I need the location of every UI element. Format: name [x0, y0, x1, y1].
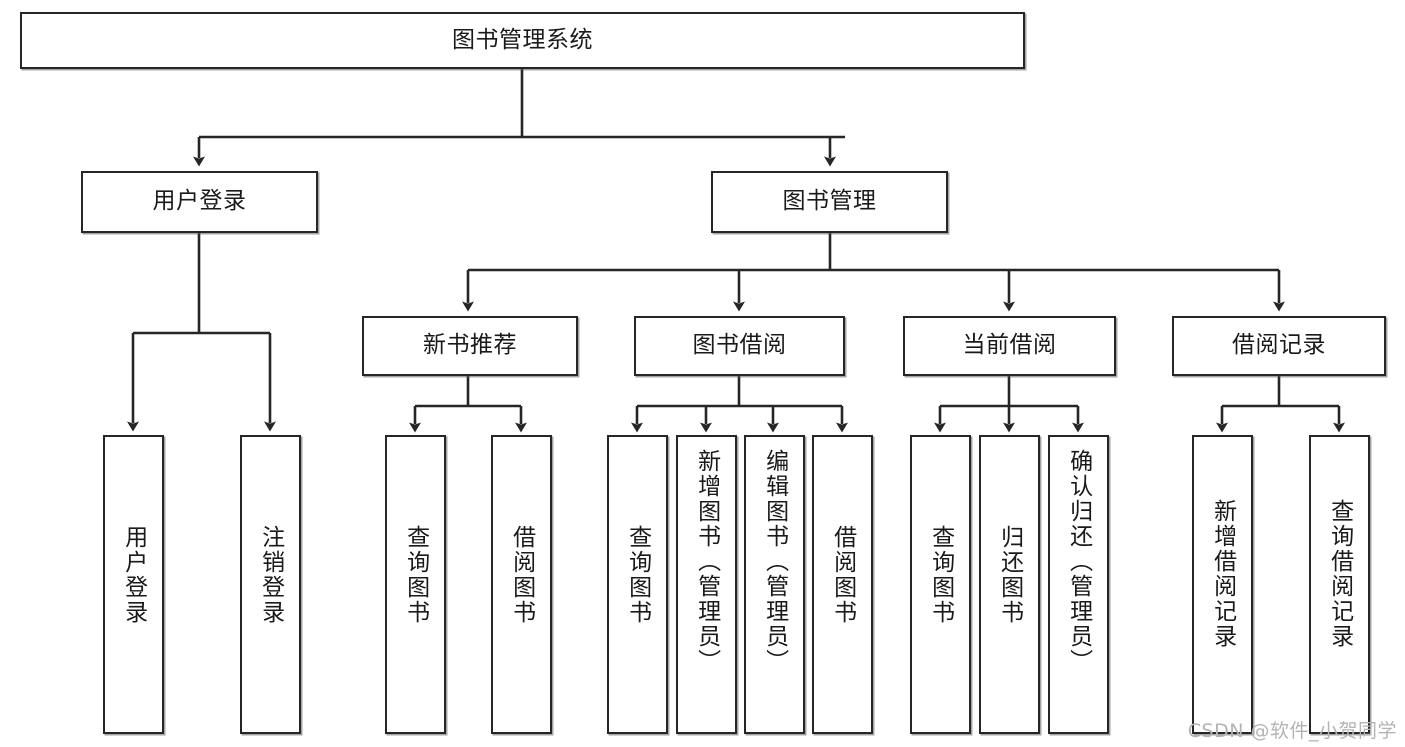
leaf-user-login-signin[interactable]: 用户登录: [103, 435, 164, 734]
leaf-borrow-record-add[interactable]: 新增借阅记录: [1192, 435, 1253, 734]
node-user-login[interactable]: 用户登录: [81, 171, 318, 233]
leaf-current-borrow-return[interactable]: 归还图书: [979, 435, 1040, 734]
leaf-user-login-signout[interactable]: 注销登录: [240, 435, 301, 734]
node-label: 图书管理系统: [452, 26, 593, 53]
node-label: 查询借阅记录: [1326, 499, 1353, 649]
node-label: 确认归还（管理员）: [1065, 449, 1092, 674]
leaf-current-borrow-query[interactable]: 查询图书: [910, 435, 971, 734]
node-label: 图书借阅: [692, 332, 787, 359]
node-label: 用户登录: [152, 188, 247, 215]
node-label: 编辑图书（管理员）: [761, 449, 788, 674]
node-label: 借阅记录: [1232, 332, 1326, 359]
node-label: 归还图书: [996, 525, 1023, 625]
node-label: 借阅图书: [829, 525, 856, 625]
node-label: 新增图书（管理员）: [693, 449, 720, 674]
node-label: 新书推荐: [423, 332, 517, 359]
leaf-book-borrow-edit[interactable]: 编辑图书（管理员）: [744, 435, 805, 734]
leaf-book-borrow-query[interactable]: 查询图书: [607, 435, 668, 734]
leaf-book-borrow-add[interactable]: 新增图书（管理员）: [676, 435, 737, 734]
leaf-book-borrow-lend[interactable]: 借阅图书: [812, 435, 873, 734]
node-label: 查询图书: [624, 525, 651, 625]
node-book-borrow[interactable]: 图书借阅: [634, 316, 845, 376]
node-label: 查询图书: [927, 525, 954, 625]
node-root-system[interactable]: 图书管理系统: [20, 12, 1025, 69]
leaf-current-borrow-confirm[interactable]: 确认归还（管理员）: [1048, 435, 1109, 734]
node-label: 注销登录: [257, 525, 284, 625]
leaf-borrow-record-query[interactable]: 查询借阅记录: [1309, 435, 1370, 734]
node-label: 图书管理: [782, 188, 877, 215]
leaf-new-book-borrow[interactable]: 借阅图书: [491, 435, 552, 734]
leaf-new-book-query[interactable]: 查询图书: [385, 435, 446, 734]
node-label: 查询图书: [402, 525, 429, 625]
node-new-book-recommend[interactable]: 新书推荐: [362, 316, 578, 376]
node-borrow-record[interactable]: 借阅记录: [1172, 316, 1386, 376]
node-label: 当前借阅: [962, 332, 1057, 359]
watermark-text: CSDN @软件_小贺同学: [1187, 720, 1397, 742]
node-label: 新增借阅记录: [1209, 499, 1236, 649]
node-label: 用户登录: [120, 525, 147, 625]
node-current-borrow[interactable]: 当前借阅: [903, 316, 1116, 376]
node-label: 借阅图书: [508, 525, 535, 625]
node-book-management[interactable]: 图书管理: [711, 171, 948, 233]
